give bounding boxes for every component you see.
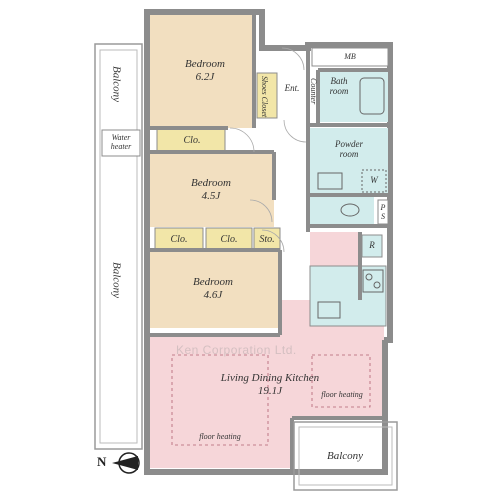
washer-label: W <box>370 175 378 185</box>
mb-box <box>311 47 389 67</box>
balcony-bottom-inner <box>298 426 393 486</box>
ldk-size: 19.1J <box>257 384 283 397</box>
water-heater-label: Water heater <box>110 133 132 152</box>
bedroom-3-floor <box>150 250 278 328</box>
stove-burner-2 <box>373 281 381 289</box>
bedroom-3-name: Bedroom <box>193 276 233 288</box>
toilet <box>340 203 360 217</box>
ps-label: P S <box>380 203 386 222</box>
bedroom-1-floor <box>150 15 254 128</box>
bathtub <box>359 77 385 115</box>
stove-burner-1 <box>365 273 373 281</box>
closet-3-label: Clo. <box>220 234 238 245</box>
bedroom-1-label: Bedroom 6.2J <box>170 58 240 83</box>
refrigerator-label: R <box>369 240 375 250</box>
toilet-floor <box>310 197 374 224</box>
storage-label: Sto. <box>259 234 275 245</box>
ldk-label: Living Dining Kitchen 19.1J <box>195 372 345 397</box>
entrance-label: Ent. <box>284 83 300 93</box>
floor-heating-zone-1 <box>171 354 269 446</box>
closet-1-label: Clo. <box>183 135 201 146</box>
bedroom-2-floor <box>150 152 274 227</box>
bedroom-1-size: 6.2J <box>195 70 215 83</box>
compass-needle <box>112 456 138 470</box>
powder-label: Powder room <box>335 139 363 160</box>
bedroom-2-size: 4.5J <box>201 189 221 202</box>
balcony-bottom-label: Balcony <box>326 450 364 462</box>
powder-room-floor <box>310 128 388 193</box>
balcony-left-outline <box>94 43 143 450</box>
balcony-mid-label: Balcony <box>110 262 123 299</box>
closet-2-label: Clo. <box>170 234 188 245</box>
kitchen-area <box>309 265 387 327</box>
shoes-closet-label: Shoes Closet <box>260 76 270 118</box>
balcony-top-label: Balcony <box>110 66 123 103</box>
interior-walls <box>150 15 390 472</box>
bedroom-2-name: Bedroom <box>191 177 231 189</box>
bedroom-3-size: 4.6J <box>203 288 223 301</box>
north-label: N <box>97 454 107 469</box>
balcony-bottom-outline <box>293 421 398 491</box>
bedroom-2-label: Bedroom 4.5J <box>176 177 246 202</box>
mb-label: MB <box>344 52 356 61</box>
stove <box>362 269 384 293</box>
bath-label: Bath room <box>329 76 349 97</box>
counter-label: Counter <box>309 78 319 105</box>
ldk-name: Living Dining Kitchen <box>220 372 320 384</box>
floor-heating-label-1: floor heating <box>199 432 241 441</box>
washer-box <box>361 169 387 193</box>
balcony-left-inner <box>99 49 138 444</box>
watermark: Ken Corporation Ltd. <box>176 343 297 357</box>
outer-wall <box>144 9 393 475</box>
floor-heating-label-2: floor heating <box>321 390 363 399</box>
bedroom-1-name: Bedroom <box>185 58 225 70</box>
vanity <box>317 172 343 190</box>
shoes-closet-area <box>256 72 278 119</box>
door-swings <box>229 47 307 253</box>
water-heater-box <box>101 129 141 157</box>
bedroom-3-label: Bedroom 4.6J <box>178 276 248 301</box>
floor-heating-zone-2 <box>311 354 371 408</box>
kitchen-sink <box>317 301 341 319</box>
